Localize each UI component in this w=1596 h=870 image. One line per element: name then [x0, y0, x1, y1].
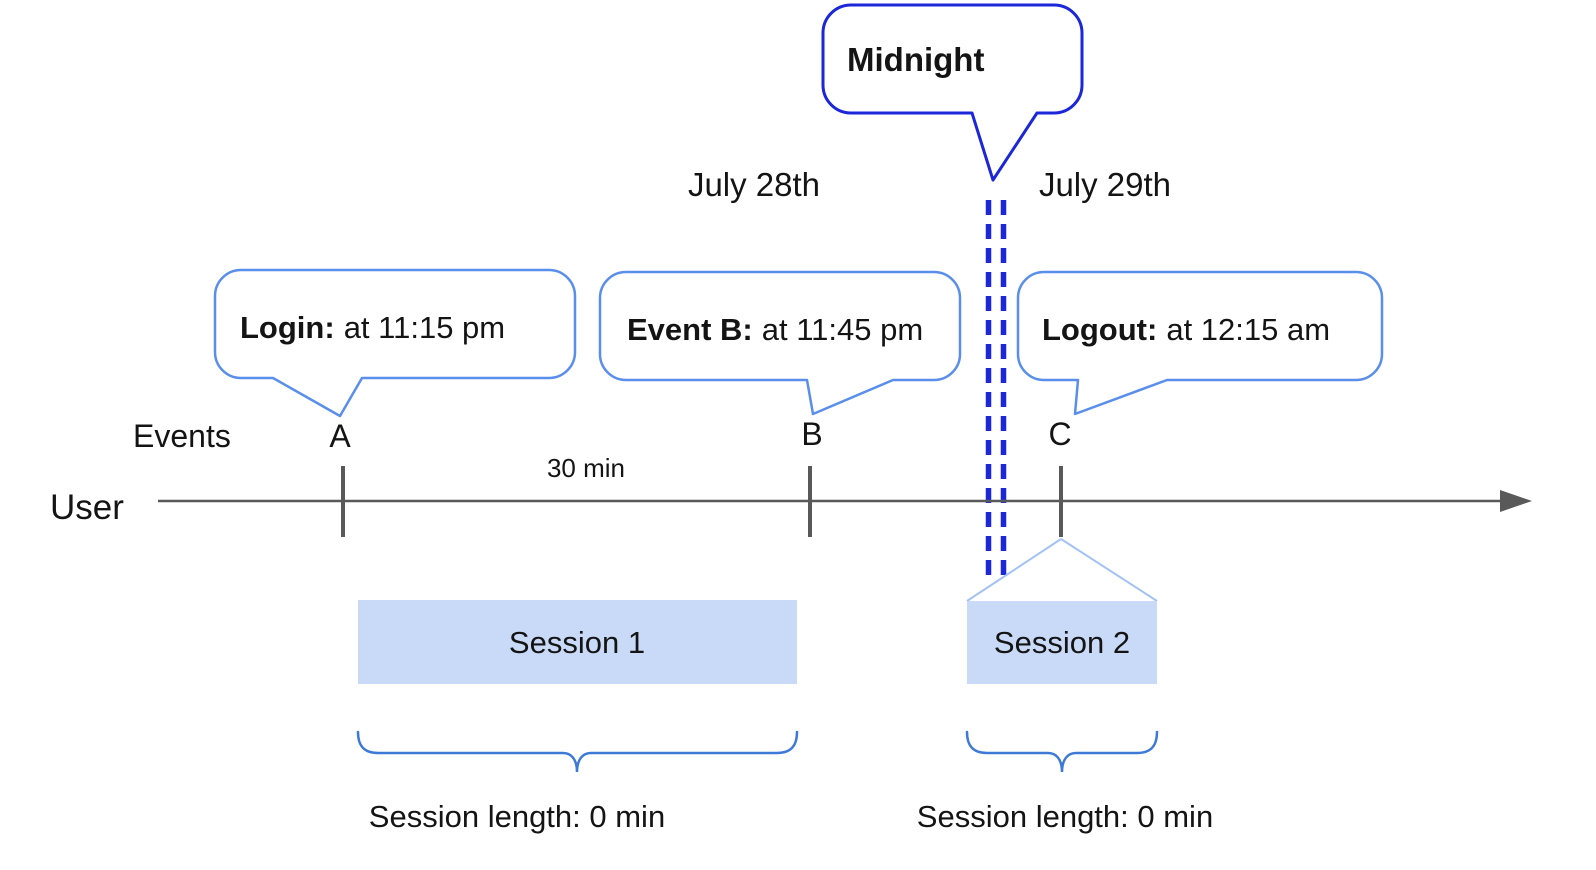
date-label-july-29: July 29th — [1039, 166, 1171, 203]
logout-callout-bold-text: Logout: — [1042, 312, 1157, 347]
session-2-box — [967, 601, 1157, 684]
event-mark-label-c: C — [1048, 416, 1071, 452]
timeline-arrowhead-icon — [1500, 490, 1532, 512]
logout-callout-text: Logout: at 12:15 am — [1042, 312, 1330, 347]
logout-callout-bubble — [1016, 270, 1384, 416]
session-1-length-label: Session length: 0 min — [369, 799, 665, 834]
session-2-brace — [965, 730, 1159, 773]
session-2-label: Session 2 — [994, 625, 1130, 660]
event-mark-label-a: A — [329, 418, 351, 454]
logout-callout-time-text: at 12:15 am — [1166, 312, 1330, 347]
session-1-brace — [356, 730, 799, 773]
date-label-july-28: July 28th — [688, 166, 820, 203]
events-row-label: Events — [133, 418, 231, 454]
session-2-connector-lines — [966, 538, 1158, 602]
session-1-box — [358, 600, 797, 684]
login-callout-time-text: at 11:15 pm — [344, 310, 505, 345]
session-1-label: Session 1 — [509, 625, 645, 660]
login-callout-bold-text: Login: — [240, 310, 335, 345]
event-b-callout-text: Event B: at 11:45 pm — [627, 312, 923, 347]
midnight-callout-label: Midnight — [847, 41, 984, 78]
event-b-callout-bubble — [598, 270, 962, 416]
user-row-label: User — [50, 488, 124, 527]
event-mark-label-b: B — [801, 416, 822, 452]
event-b-callout-time-text: at 11:45 pm — [762, 312, 923, 347]
login-callout-text: Login: at 11:15 pm — [240, 310, 505, 345]
session-2-length-label: Session length: 0 min — [917, 799, 1213, 834]
event-b-callout-bold-text: Event B: — [627, 312, 753, 347]
midnight-callout-bubble — [821, 3, 1084, 182]
interval-label-30-min: 30 min — [547, 453, 625, 483]
login-callout-bubble — [213, 268, 577, 418]
